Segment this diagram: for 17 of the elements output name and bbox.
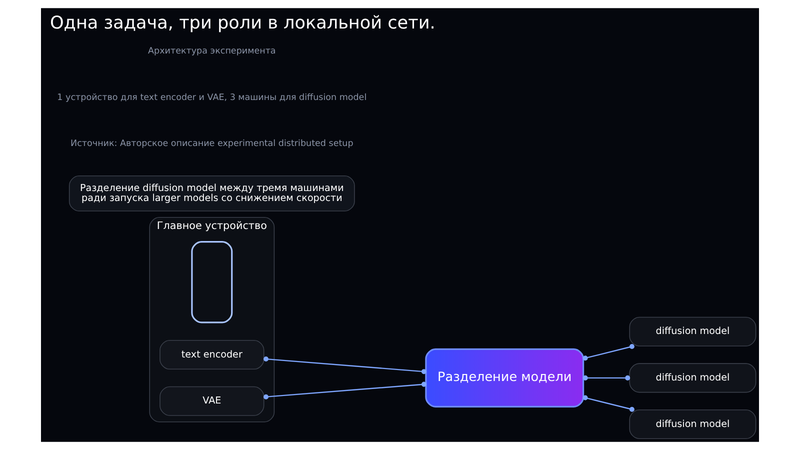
node-box xyxy=(191,240,233,324)
node-box: text encoder xyxy=(160,340,264,370)
label: Источник: Авторское описание experimental distributed setup xyxy=(70,139,354,150)
connector xyxy=(582,375,630,380)
node-box: diffusion model xyxy=(629,410,756,440)
connector xyxy=(263,382,426,400)
node-box: Разделение модели xyxy=(425,348,584,408)
node-box: VAE xyxy=(160,386,264,416)
connector xyxy=(582,395,634,412)
diagram-title: Одна задача, три роли в локальной сети. xyxy=(50,14,436,34)
node-box: diffusion model xyxy=(629,363,756,393)
connector xyxy=(582,344,634,361)
label: Архитектура эксперимента xyxy=(148,46,276,57)
node-box: Разделение diffusion model между тремя машинами ради запуска larger models со снижением скорости xyxy=(68,175,355,212)
node-box: diffusion model xyxy=(629,316,756,346)
connector xyxy=(263,356,426,374)
label: 1 устройство для text encoder и VAE, 3 машины для diffusion model xyxy=(57,92,367,103)
